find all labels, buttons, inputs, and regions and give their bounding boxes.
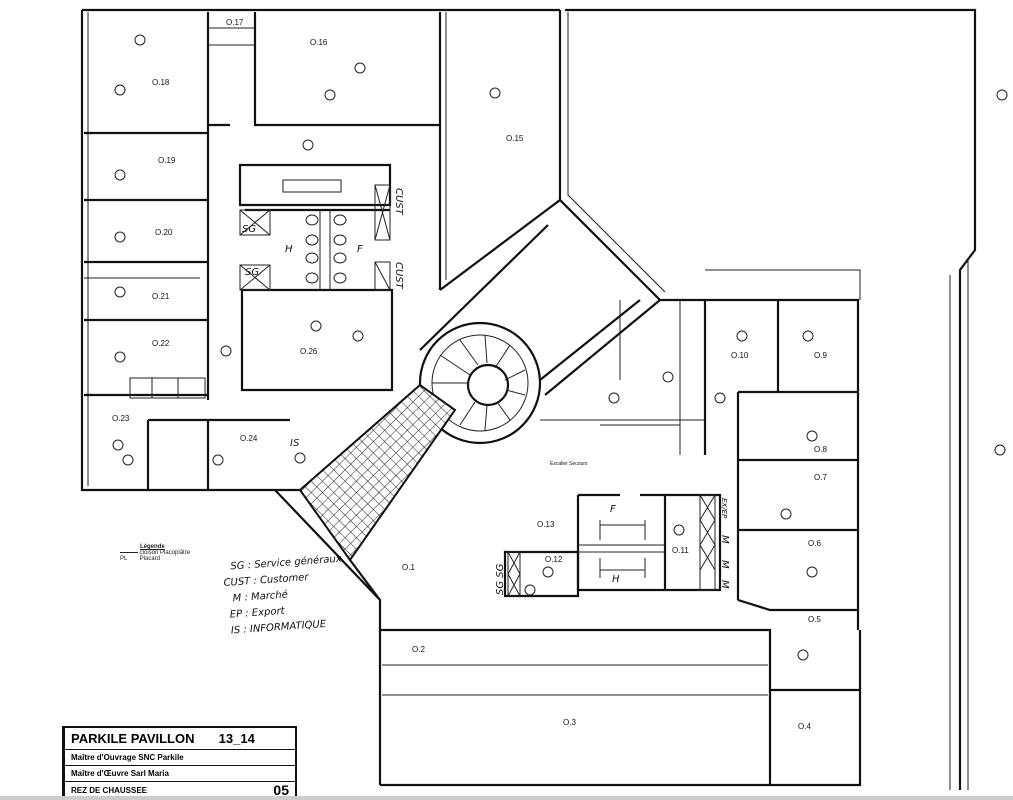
handwritten-notes: SG : Service généraux CUST : Customer M … bbox=[222, 552, 347, 640]
room-label: O.12 bbox=[545, 555, 563, 564]
room-labels: O.17 O.16 O.18 O.19 O.20 O.21 O.22 O.23 … bbox=[112, 18, 827, 731]
north-wing-walls bbox=[419, 8, 977, 790]
room-label: O.22 bbox=[152, 339, 170, 348]
legend: Légende cloison Placoplâtre PL Placard bbox=[120, 544, 191, 562]
project-name: PARKILE PAVILLON bbox=[71, 731, 195, 746]
room-label: O.6 bbox=[808, 539, 821, 548]
left-wing-walls bbox=[80, 8, 560, 492]
level: REZ DE CHAUSSEE bbox=[71, 785, 148, 795]
room-label: O.1 bbox=[402, 563, 415, 572]
tag-cust: CUST bbox=[393, 262, 404, 290]
legend-item: Placard bbox=[139, 556, 161, 562]
room-label: O.23 bbox=[112, 414, 130, 423]
room-label: O.8 bbox=[814, 445, 827, 454]
south-wing-walls bbox=[380, 628, 862, 787]
tag-m: M bbox=[719, 560, 730, 569]
east-wing-walls bbox=[540, 298, 860, 630]
tag-men-wc: H bbox=[285, 244, 293, 255]
room-label: O.20 bbox=[155, 228, 173, 237]
room-label: O.26 bbox=[300, 347, 318, 356]
sheet-number: 05 bbox=[273, 782, 289, 798]
spiral-staircase bbox=[418, 321, 542, 445]
legend-title: Légende bbox=[140, 544, 165, 550]
owner: Maître d'Ouvrage SNC Parkile bbox=[71, 753, 184, 762]
room-label: O.9 bbox=[814, 351, 827, 360]
room-label: O.10 bbox=[731, 351, 749, 360]
tag-cust: CUST bbox=[393, 188, 404, 216]
room-label: O.5 bbox=[808, 615, 821, 624]
project-number: 13_14 bbox=[218, 731, 255, 746]
tag-m: M bbox=[719, 580, 730, 589]
room-label: O.16 bbox=[310, 38, 328, 47]
room-label: O.4 bbox=[798, 722, 811, 731]
glazed-walkway bbox=[298, 383, 457, 562]
tag-sg: SG bbox=[242, 224, 256, 235]
room-label: O.13 bbox=[537, 520, 555, 529]
function-tags: SG SG SG SG CUST CUST H F H F IS M M M E… bbox=[242, 188, 730, 595]
legend-item: cloison Placoplâtre bbox=[139, 550, 191, 556]
page-edge bbox=[0, 796, 1013, 800]
tag-is: IS bbox=[290, 438, 300, 449]
title-block: PARKILE PAVILLON 13_14 Maître d'Ouvrage S… bbox=[62, 726, 297, 800]
room-label: O.19 bbox=[158, 156, 176, 165]
room-label: O.18 bbox=[152, 78, 170, 87]
room-label: O.3 bbox=[563, 718, 576, 727]
room-label: O.21 bbox=[152, 292, 170, 301]
architect: Maître d'Œuvre Sarl Maria bbox=[71, 769, 169, 778]
central-core bbox=[238, 163, 394, 392]
tag-sg: SG SG bbox=[495, 563, 506, 595]
room-label: O.11 bbox=[672, 546, 689, 555]
tag-women-wc: F bbox=[357, 244, 363, 255]
tag-m: M bbox=[719, 535, 730, 544]
room-label: O.17 bbox=[226, 18, 244, 27]
room-label: O.7 bbox=[814, 473, 827, 482]
room-label: O.27 bbox=[306, 182, 324, 191]
tag-sg: SG bbox=[245, 267, 259, 278]
room-label: O.24 bbox=[240, 434, 258, 443]
tag-men-wc: H bbox=[612, 574, 620, 585]
outlet-markers bbox=[112, 34, 1008, 661]
tag-women-wc: F bbox=[610, 504, 616, 515]
room-label: O.15 bbox=[506, 134, 524, 143]
stair-label: Escalier Secours bbox=[550, 461, 588, 467]
tag-ep: EX/EP bbox=[720, 498, 728, 519]
south-core bbox=[503, 493, 722, 598]
room-label: O.2 bbox=[412, 645, 425, 654]
